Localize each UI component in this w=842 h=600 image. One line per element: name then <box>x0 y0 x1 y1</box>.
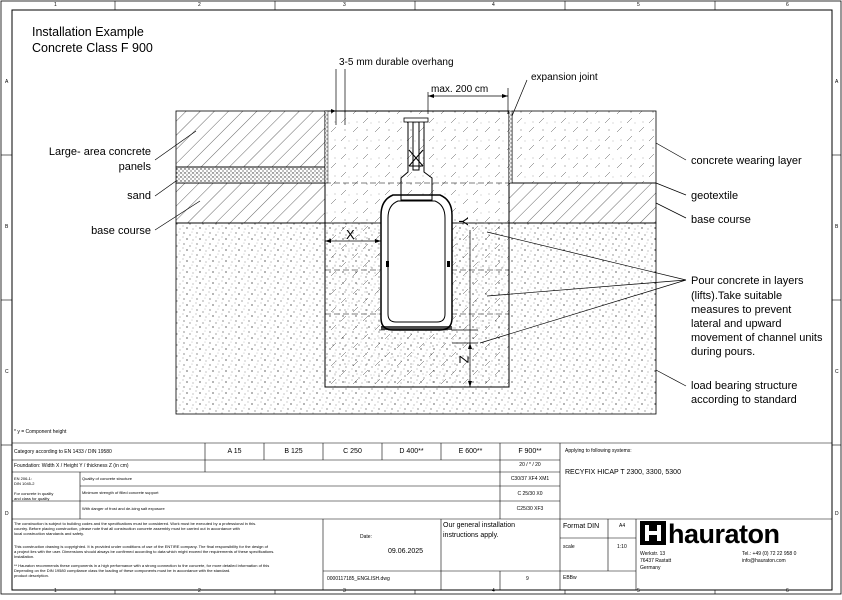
frame-col-6: 6 <box>786 2 789 8</box>
pour-note-line6: during pours. <box>691 346 756 358</box>
frame-row-c-right: C <box>835 369 839 375</box>
frame-col-6-bottom: 6 <box>786 588 789 594</box>
frame-row-b: B <box>5 224 9 230</box>
class-e600: E 600** <box>458 448 483 455</box>
disclaimer-line9: product description. <box>14 573 49 578</box>
base-course-right-label: base course <box>691 214 751 226</box>
date-label: Date: <box>360 534 372 540</box>
load-concrete-label-1: For concrete in quality <box>14 491 54 496</box>
disclaimer-line5: a project lies with the user. Dimensions… <box>14 549 275 554</box>
overhang-label: 3-5 mm durable overhang <box>339 57 454 68</box>
disclaimer-line2: country. Before placing construction, pl… <box>14 526 240 531</box>
disclaimer-line8: Depending on the DIN 19580 compliance cl… <box>14 568 231 573</box>
pour-note-line1: Pour concrete in layers <box>691 275 804 287</box>
din-label-2: DIN 1045-2 <box>14 481 35 486</box>
frame-col-4: 4 <box>492 2 495 8</box>
frame-col-4-bottom: 4 <box>492 588 495 594</box>
class-c250: C 250 <box>343 448 362 455</box>
frame-row-c: C <box>5 369 9 375</box>
frame-col-3: 3 <box>343 2 346 8</box>
max-width-label: max. 200 cm <box>431 84 489 95</box>
frame-col-5-bottom: 5 <box>637 588 640 594</box>
quality-value: C30/37 XF4 XM1 <box>510 476 550 482</box>
phone: Tel.: +49 (0) 72 22 958 0 <box>742 551 797 557</box>
frame-col-5: 5 <box>637 2 640 8</box>
scale-label: scale <box>563 544 575 550</box>
general-instructions-line1: Our general installation <box>443 522 515 529</box>
format-label: Format DIN <box>563 523 600 530</box>
revision: 9 <box>526 576 529 582</box>
hauraton-logo-mark <box>640 521 666 545</box>
email: info@hauraton.com <box>742 558 786 564</box>
frame-row-d-right: D <box>835 511 839 517</box>
disclaimer-line6: Installation. <box>14 554 35 559</box>
class-f900: F 900** <box>518 448 542 455</box>
expansion-joint-label: expansion joint <box>531 72 598 83</box>
pour-note-line5: movement of channel units <box>691 332 823 344</box>
company-name: hauraton <box>668 519 780 549</box>
date-value: 09.06.2025 <box>388 548 424 555</box>
disclaimer-line3: local construction standards and safety. <box>14 531 84 536</box>
general-instructions-line2: instructions apply. <box>443 532 499 539</box>
frame-row-a: A <box>5 79 9 85</box>
geotextile-label: geotextile <box>691 190 739 202</box>
wearing-layer-label: concrete wearing layer <box>691 155 802 167</box>
applying-label: Applying to following systems: <box>565 448 632 454</box>
disclaimer-line1: The construction is subject to building … <box>14 521 257 526</box>
quality-label: Quality of concrete structure <box>82 476 133 481</box>
din-label-1: EN 206-1: <box>14 476 33 481</box>
load-structure-line1: load bearing structure <box>691 380 798 392</box>
format-value: A4 <box>619 523 626 529</box>
drawn-by: EBBw <box>563 575 577 581</box>
frame-col-2: 2 <box>198 2 201 8</box>
dimension-y: Y <box>455 217 471 226</box>
large-panels-label-2: panels <box>118 161 151 173</box>
file-name: 0000117185_ENGLISH.dwg <box>327 576 390 582</box>
category-label: Category according to EN 1433 / DIN 1958… <box>14 449 112 455</box>
sand-label: sand <box>127 190 151 202</box>
class-d400: D 400** <box>399 448 424 455</box>
frame-col-1: 1 <box>54 2 57 8</box>
load-structure-line2: according to standard <box>691 394 797 406</box>
drawing-title-line1: Installation Example <box>32 25 144 39</box>
drawing-title-line2: Concrete Class F 900 <box>32 41 153 55</box>
applying-systems: RECYFIX HICAP T 2300, 3300, 5300 <box>565 469 681 476</box>
class-a15: A 15 <box>227 448 242 455</box>
address-line2: 76437 Rastatt <box>640 558 672 564</box>
dimension-x: X <box>346 227 355 242</box>
address-line3: Germany <box>640 565 661 571</box>
min-strength-frost-label: With danger of frost and de-icing salt e… <box>82 506 165 511</box>
pour-note-line2: (lifts).Take suitable <box>691 290 783 302</box>
pour-note-line3: measures to prevent <box>691 304 792 316</box>
min-strength-frost-value: C25/30 XF3 <box>516 506 544 512</box>
min-strength-label: Minimum strength of filled concrete supp… <box>82 490 159 495</box>
min-strength-value: C 25/30 X0 <box>517 491 543 497</box>
disclaimer-line7: ** Hauraton recommends these components … <box>14 563 270 568</box>
address-line1: Werkstr. 13 <box>640 551 666 557</box>
frame-row-d: D <box>5 511 9 517</box>
base-course-left-label: base course <box>91 225 151 237</box>
foundation-value: 20 / * / 20 <box>519 462 541 468</box>
frame-row-a-right: A <box>835 79 839 85</box>
class-b125: B 125 <box>284 448 303 455</box>
dimension-z: Z <box>456 355 472 364</box>
component-height-note: * y = Component height <box>14 429 67 435</box>
frame-col-2-bottom: 2 <box>198 588 201 594</box>
load-concrete-label-2: and class for quality <box>14 496 50 501</box>
foundation-label: Foundation: Width X / Height Y / thickne… <box>14 463 129 469</box>
frame-col-3-bottom: 3 <box>343 588 346 594</box>
frame-row-b-right: B <box>835 224 839 230</box>
large-panels-label-1: Large- area concrete <box>48 146 151 158</box>
scale-value: 1:10 <box>617 544 627 550</box>
pour-note-line4: lateral and upward <box>691 318 782 330</box>
disclaimer-line4: This construction drawing is copyrighted… <box>14 544 268 549</box>
frame-col-1-bottom: 1 <box>54 588 57 594</box>
